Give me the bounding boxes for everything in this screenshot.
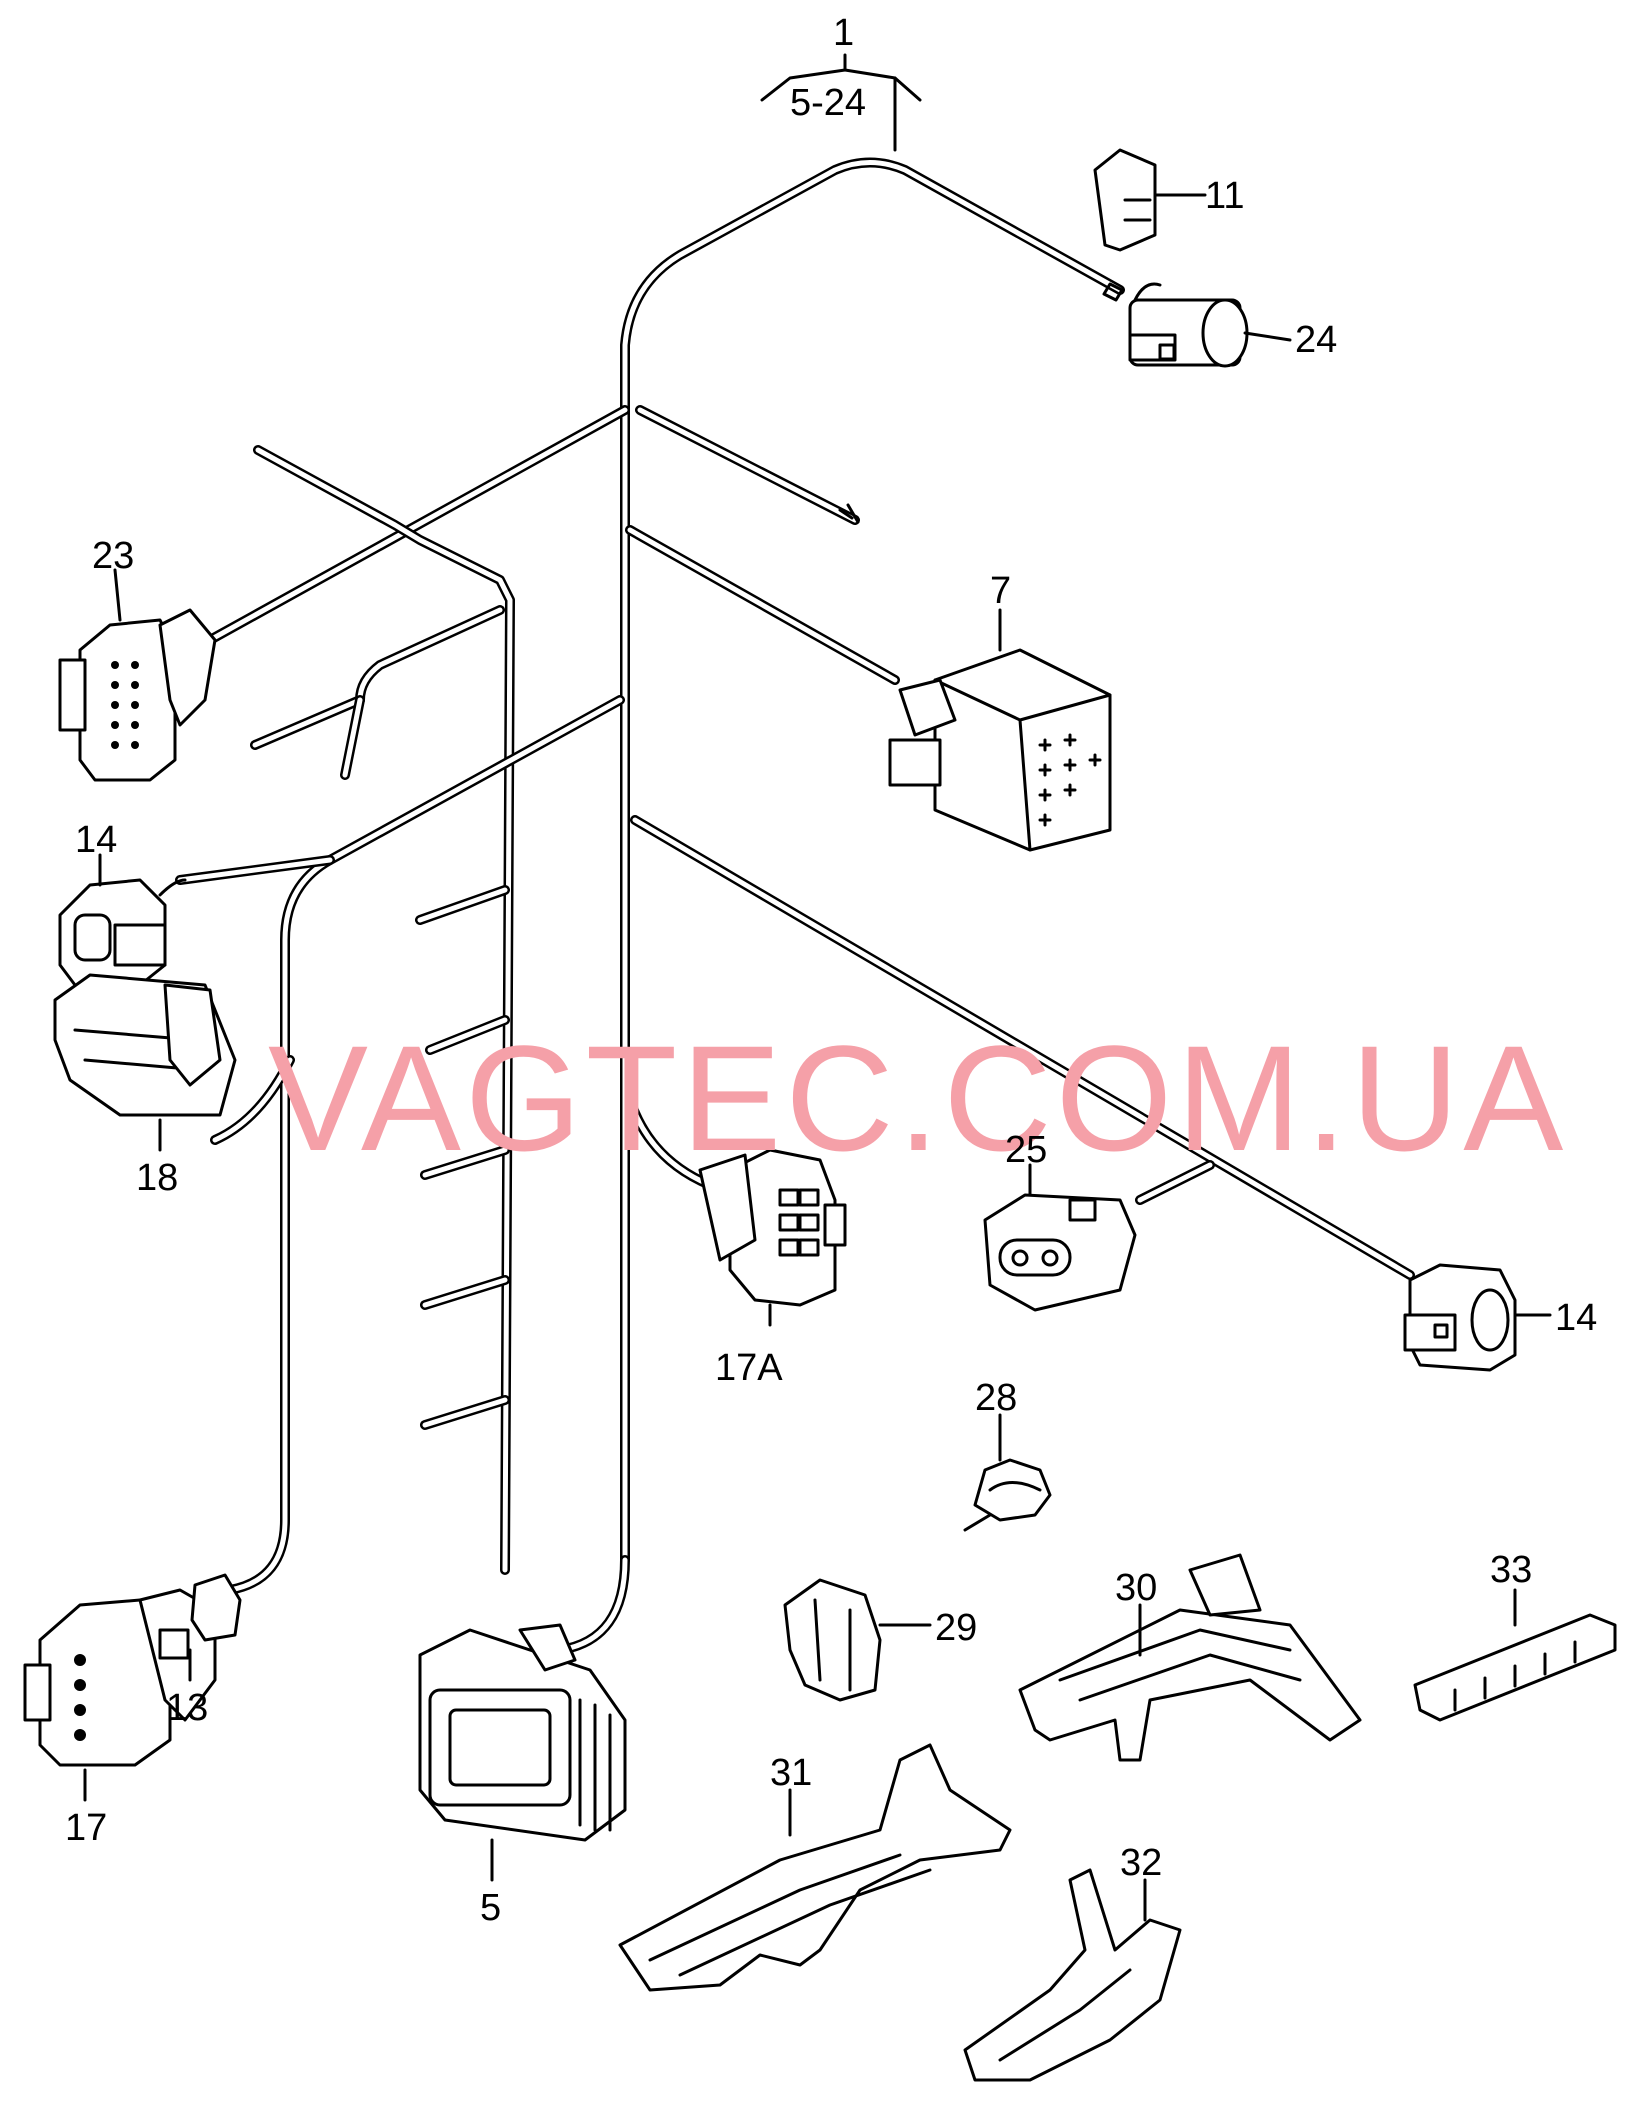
cable-guide-31 (618, 1743, 1012, 1992)
label-part-7: 7 (990, 570, 1011, 612)
label-part-17a: 17A (715, 1347, 783, 1389)
label-part-13: 13 (166, 1687, 208, 1729)
label-part-30: 30 (1115, 1567, 1157, 1609)
clip-11 (1093, 148, 1157, 252)
label-part-29: 29 (935, 1607, 977, 1649)
label-part-14-left: 14 (75, 819, 117, 861)
label-part-14-right: 14 (1555, 1297, 1597, 1339)
connector-17 (23, 1588, 217, 1767)
part-labels: 1 5-24 11 24 23 7 14 18 25 14 17A 28 29 … (65, 12, 1597, 1929)
connector-23 (58, 608, 217, 782)
label-part-24: 24 (1295, 319, 1337, 361)
control-unit-5 (418, 1623, 627, 1842)
cable-guide-32 (963, 1868, 1182, 2082)
watermark-text: VAGTEC.COM.UA (268, 1014, 1567, 1182)
label-part-1-range: 5-24 (790, 82, 866, 124)
callout-lines (83, 53, 1552, 1922)
label-part-17: 17 (65, 1807, 107, 1849)
holder-29 (783, 1578, 882, 1702)
label-part-31: 31 (770, 1752, 812, 1794)
connector-14-right (1403, 1263, 1517, 1372)
label-part-1: 1 (833, 12, 854, 54)
cable-holder-33 (1413, 1613, 1617, 1722)
connector-24 (1128, 282, 1249, 368)
label-part-33: 33 (1490, 1549, 1532, 1591)
connector-25 (983, 1193, 1137, 1312)
label-part-25: 25 (1005, 1129, 1047, 1171)
clip-28 (963, 1458, 1052, 1532)
connector-17a (698, 1148, 847, 1307)
label-part-11: 11 (1205, 175, 1244, 217)
label-part-23: 23 (92, 535, 134, 577)
label-part-18: 18 (136, 1157, 178, 1199)
connector-18 (53, 973, 237, 1117)
cable-guide-30 (1018, 1553, 1362, 1762)
clip-13 (158, 1573, 242, 1660)
connector-7 (888, 648, 1112, 852)
label-part-5: 5 (480, 1887, 501, 1929)
label-part-32: 32 (1120, 1842, 1162, 1884)
label-part-28: 28 (975, 1377, 1017, 1419)
harness-wires (175, 157, 1415, 1655)
connector-14-left (58, 878, 187, 987)
